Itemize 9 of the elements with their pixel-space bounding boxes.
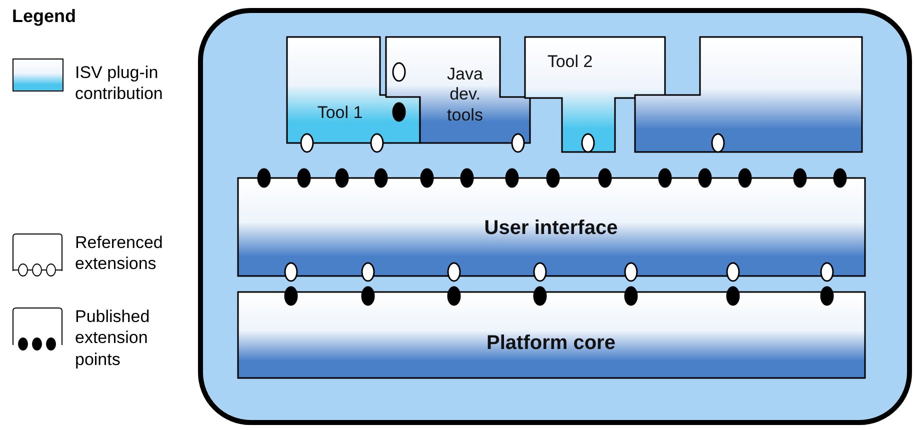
legend-title: Legend xyxy=(12,6,76,27)
layer-label: User interface xyxy=(484,216,618,240)
plugin-label: Java dev. tools xyxy=(446,64,484,126)
plugin-label: Tool 2 xyxy=(547,52,593,72)
legend-label: Referenced extensions xyxy=(75,232,164,274)
layer-label: Platform core xyxy=(486,331,616,355)
plugin-label: Tool 1 xyxy=(317,102,363,124)
legend-label: Published extension points xyxy=(75,306,151,370)
legend-label: ISV plug-in contribution xyxy=(75,62,164,104)
